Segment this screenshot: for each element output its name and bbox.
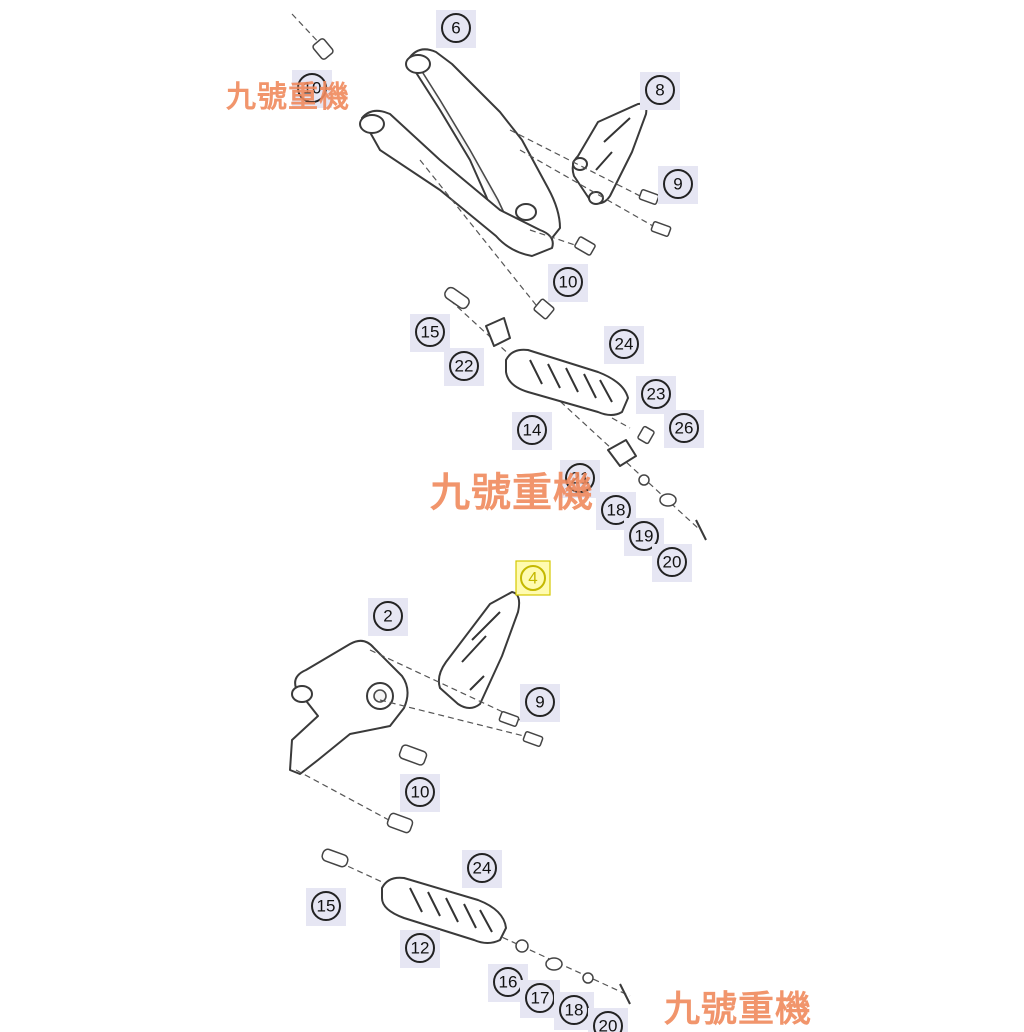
- callout-label: 18: [607, 501, 626, 520]
- bolt-10-top: [312, 38, 334, 61]
- callout-label: 22: [455, 357, 474, 376]
- callout-label: 16: [499, 973, 518, 992]
- callout-22: 22: [444, 348, 484, 386]
- callout-label: 17: [531, 989, 550, 1008]
- callout-label: 4: [528, 569, 537, 588]
- callout-4-highlighted: 4: [516, 561, 550, 595]
- callout-label: 24: [473, 859, 492, 878]
- callout-label: 20: [599, 1017, 618, 1032]
- callout-label: 8: [655, 81, 664, 100]
- callout-12: 12: [400, 930, 440, 968]
- heel-guard-4: [439, 592, 519, 708]
- callout-label: 14: [523, 421, 542, 440]
- callout-label: 20: [663, 553, 682, 572]
- bracket-plate-2: [290, 641, 408, 774]
- callout-6: 6: [436, 10, 476, 48]
- callout-24a: 24: [604, 326, 644, 364]
- watermark-top: 九號重機: [226, 72, 350, 116]
- callout-label: 23: [647, 385, 666, 404]
- callout-label: 6: [451, 19, 460, 38]
- callout-9a: 9: [658, 166, 698, 204]
- callout-20: 20: [652, 544, 692, 582]
- watermark-bottom: 九號重機: [664, 980, 812, 1032]
- callout-label: 15: [317, 897, 336, 916]
- watermark-middle: 九號重機: [430, 460, 594, 518]
- callout-label: 2: [383, 607, 392, 626]
- callout-9b: 9: [520, 684, 560, 722]
- callout-label: 18: [565, 1001, 584, 1020]
- callout-26: 26: [664, 410, 704, 448]
- callout-label: 15: [421, 323, 440, 342]
- callout-label: 9: [673, 175, 682, 194]
- callout-label: 10: [559, 273, 578, 292]
- callout-label: 19: [635, 527, 654, 546]
- callout-8: 8: [640, 72, 680, 110]
- callout-label: 26: [675, 419, 694, 438]
- callout-label: 10: [411, 783, 430, 802]
- callout-label: 24: [615, 335, 634, 354]
- callout-15b: 15: [306, 888, 346, 926]
- callout-2: 2: [368, 598, 408, 636]
- callout-10b: 10: [548, 264, 588, 302]
- upper-bracket-assembly: [292, 14, 671, 320]
- callout-15a: 15: [410, 314, 450, 352]
- callout-20b: 20: [588, 1008, 628, 1032]
- callout-10c: 10: [400, 774, 440, 812]
- callout-14: 14: [512, 412, 552, 450]
- callout-label: 9: [535, 693, 544, 712]
- callout-label: 12: [411, 939, 430, 958]
- callout-23: 23: [636, 376, 676, 414]
- callout-24b: 24: [462, 850, 502, 888]
